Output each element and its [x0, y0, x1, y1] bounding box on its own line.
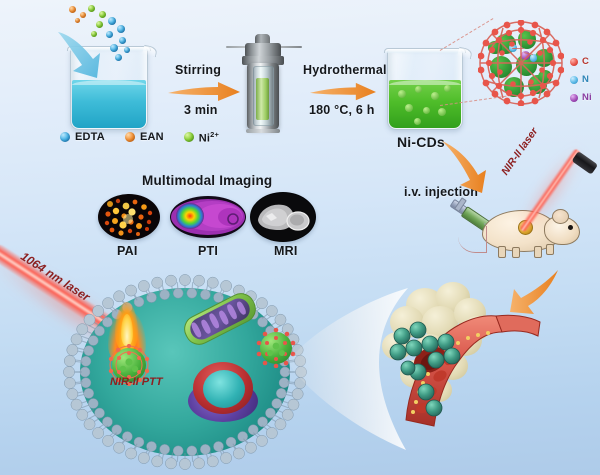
imaging-heading: Multimodal Imaging	[142, 173, 273, 188]
nanoparticle-at-membrane	[256, 328, 296, 368]
pai-image	[98, 194, 160, 240]
injection-label: i.v. injection	[404, 185, 479, 199]
ni-cd-nanoparticle	[478, 20, 564, 106]
hydrothermal-autoclave	[226, 30, 302, 135]
hydrothermal-arrow-icon	[310, 82, 376, 101]
legend-c: C	[582, 56, 590, 67]
lipid-bilayer	[63, 274, 307, 470]
pour-arrow-icon	[58, 32, 100, 78]
nir2-ptt-label: NIR-II PTT	[110, 376, 163, 388]
beaker-reagents-liquid	[72, 80, 146, 128]
extravasating-nanoparticles	[389, 321, 461, 417]
pti-label: PTI	[198, 244, 219, 258]
pai-label: PAI	[117, 244, 138, 258]
step1-arrow-top-label: Stirring	[175, 63, 222, 77]
green-sphere-icon	[183, 132, 194, 143]
internalized-nanoparticle-heated	[108, 344, 150, 386]
mri-label: MRI	[274, 244, 298, 258]
legend-label-ean: EAN	[139, 131, 164, 144]
tumor-vessel-site	[378, 280, 568, 455]
legend-label-ni: Ni2+	[198, 130, 220, 145]
tumor-cell: NIR-II PTT	[60, 272, 310, 472]
carbon-lattice-shell	[478, 20, 564, 106]
nitrogen-atom-icon	[570, 75, 578, 84]
step1-arrow-bottom-label: 3 min	[184, 103, 218, 117]
nucleus	[188, 360, 262, 422]
orange-sphere-icon	[124, 132, 135, 143]
mouse-model	[458, 196, 594, 270]
injection-flow-arrow-icon	[442, 141, 486, 193]
legend-ni: Ni	[582, 92, 592, 103]
blue-sphere-icon	[60, 132, 70, 143]
beaker-reagents	[67, 44, 158, 130]
step2-arrow-bottom-label: 180 °C, 6 h	[309, 103, 375, 117]
nir2-laser-label: NIR-II laser	[499, 125, 541, 178]
beaker-product	[384, 46, 473, 130]
product-label: Ni-CDs	[397, 134, 445, 150]
nickel-atom-icon	[570, 93, 578, 102]
reagent-particle-stream	[58, 4, 168, 62]
legend-n: N	[582, 74, 590, 85]
magnify-cone	[288, 288, 408, 450]
carbon-atom-icon	[570, 57, 578, 66]
reagent-legend: EDTA EAN Ni2+	[60, 130, 219, 145]
legend-label-edta: EDTA	[75, 131, 105, 144]
pti-image	[170, 196, 246, 238]
beaker-product-liquid	[389, 80, 461, 128]
step2-arrow-top-label: Hydrothermal	[303, 63, 387, 77]
stirring-arrow-icon	[168, 82, 240, 101]
tumor-flow-arrow-icon	[510, 270, 558, 314]
mri-image	[250, 192, 316, 242]
nanoparticle-legend: C N Ni	[570, 56, 592, 103]
